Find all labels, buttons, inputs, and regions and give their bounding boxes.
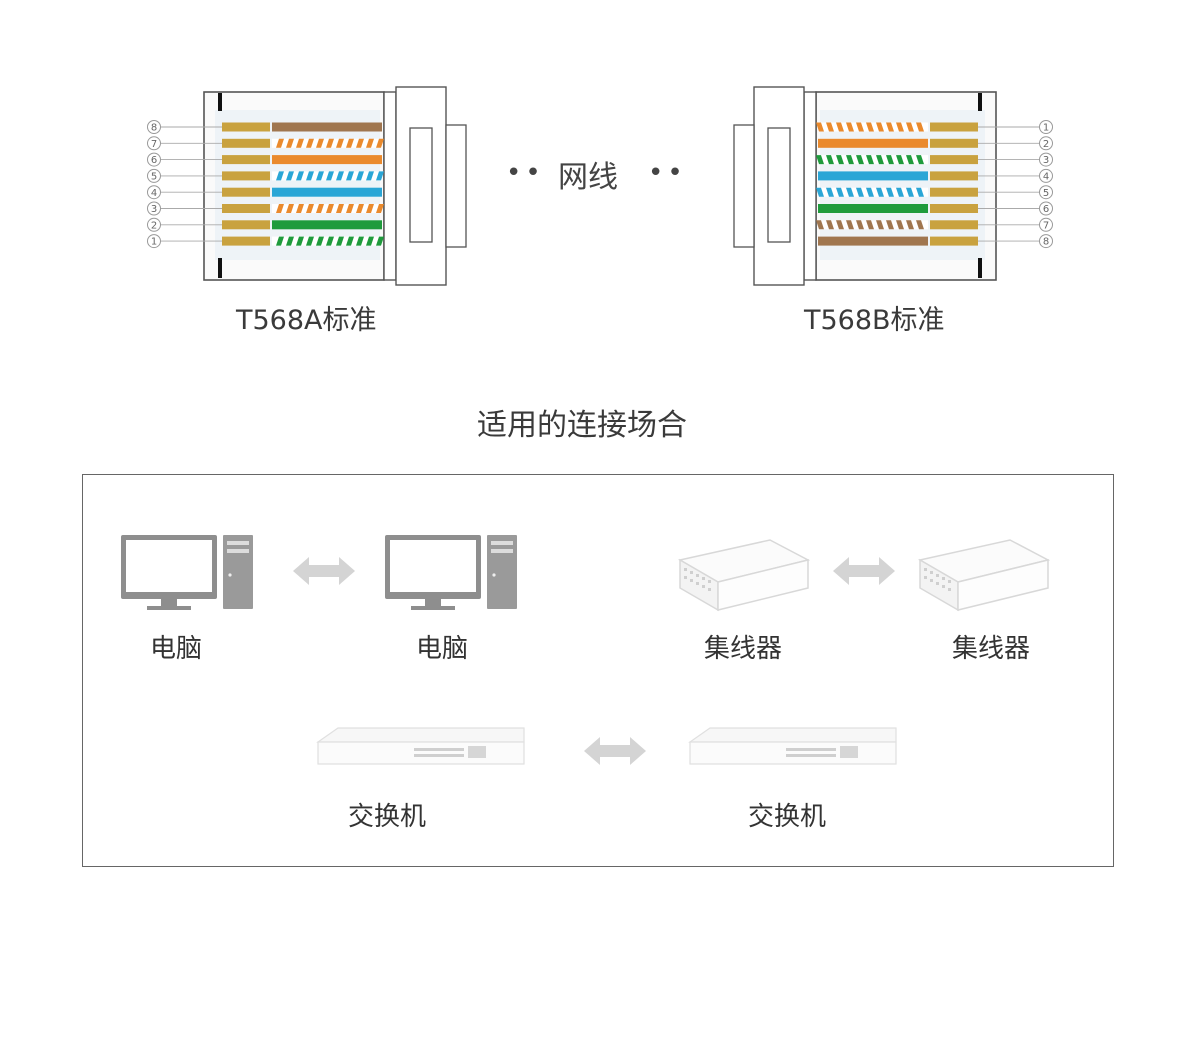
- wire: [272, 155, 382, 165]
- gold-pin-contact: [222, 171, 270, 181]
- pc-left-icon: [121, 535, 253, 610]
- wire: [818, 204, 928, 213]
- cable-dots-right: ••: [648, 158, 687, 188]
- wire: [272, 204, 382, 213]
- pin-number-badge: [147, 234, 161, 249]
- wire: [272, 220, 382, 230]
- pin-number: 5: [151, 172, 157, 183]
- pin-number-badge: [1039, 168, 1053, 183]
- pin-number: 4: [1043, 172, 1049, 183]
- pin-number: 2: [151, 220, 157, 231]
- wire: [818, 155, 928, 165]
- pin-number: 4: [151, 188, 157, 199]
- wire: [818, 138, 928, 148]
- gold-pin-contact: [930, 187, 978, 197]
- wire: [272, 187, 382, 197]
- pin-number: 1: [1043, 123, 1049, 134]
- hub-left-label: 集线器: [704, 634, 783, 664]
- pc-right-icon: [385, 535, 517, 610]
- wire: [818, 187, 928, 197]
- cable-label: 网线: [558, 160, 618, 195]
- switch-right-icon: [689, 727, 897, 765]
- wire: [818, 122, 928, 132]
- wire: [818, 220, 928, 230]
- connection-scenarios-box: [82, 474, 1114, 867]
- t568a-connector: 8 7 6 5 4 3 2 1: [147, 86, 467, 286]
- switch-left-label: 交换机: [348, 802, 427, 832]
- gold-pin-contact: [930, 138, 978, 148]
- cable-dots-left: ••: [506, 158, 545, 188]
- pin-number-badge: [1039, 120, 1053, 134]
- pin-number-badge: [147, 217, 161, 232]
- switch-left-icon: [317, 727, 525, 765]
- pin-number-badge: [1039, 185, 1053, 200]
- switch-double-arrow-icon: [584, 737, 646, 765]
- pin-number-badge: [147, 201, 161, 216]
- pin-number-badge: [1039, 201, 1053, 216]
- pc-left-label: 电脑: [150, 634, 203, 664]
- pin-number: 1: [151, 237, 157, 248]
- t568b-connector: 1 2 3 4 5 6 7 8: [733, 86, 1053, 286]
- pin-number: 7: [151, 139, 157, 150]
- gold-pin-contact: [930, 122, 978, 132]
- gold-pin-contact: [930, 204, 978, 213]
- pin-number: 8: [151, 123, 157, 134]
- wire: [818, 171, 928, 181]
- pin-number-badge: [147, 120, 161, 134]
- wire: [272, 236, 382, 246]
- pc-double-arrow-icon: [293, 557, 355, 585]
- section-title: 适用的连接场合: [477, 408, 687, 443]
- pin-number-badge: [1039, 152, 1053, 167]
- pin-number: 7: [1043, 220, 1049, 231]
- pc-right-label: 电脑: [416, 634, 469, 664]
- hub-double-arrow-icon: [833, 557, 895, 585]
- gold-pin-contact: [222, 155, 270, 165]
- hub-right-icon: [919, 539, 1049, 611]
- gold-pin-contact: [930, 171, 978, 181]
- rj45-diagram: 8 7 6 5 4 3 2 1 1 2 3 4 5 6 7 8: [147, 86, 1053, 286]
- pin-number-badge: [147, 168, 161, 183]
- t568a-label: T568A标准: [236, 305, 377, 336]
- hub-left-icon: [679, 539, 809, 611]
- pin-number: 3: [151, 204, 157, 215]
- t568b-label: T568B标准: [804, 305, 945, 336]
- gold-pin-contact: [930, 220, 978, 230]
- pin-number: 6: [1043, 204, 1049, 215]
- pin-number-badge: [1039, 217, 1053, 232]
- wire: [272, 122, 382, 132]
- gold-pin-contact: [222, 236, 270, 246]
- gold-pin-contact: [222, 122, 270, 132]
- pin-number: 2: [1043, 139, 1049, 150]
- pin-number: 6: [151, 155, 157, 166]
- switch-right-label: 交换机: [748, 802, 827, 832]
- wire: [272, 171, 382, 181]
- wire: [272, 138, 382, 148]
- pin-number: 8: [1043, 237, 1049, 248]
- pin-number-badge: [147, 185, 161, 200]
- gold-pin-contact: [222, 138, 270, 148]
- wire: [818, 236, 928, 246]
- pin-number-badge: [1039, 136, 1053, 151]
- pin-number: 5: [1043, 188, 1049, 199]
- pin-number-badge: [147, 152, 161, 167]
- pin-number-badge: [1039, 234, 1053, 249]
- hub-right-label: 集线器: [952, 634, 1031, 664]
- gold-pin-contact: [222, 204, 270, 213]
- gold-pin-contact: [930, 155, 978, 165]
- gold-pin-contact: [930, 236, 978, 246]
- gold-pin-contact: [222, 187, 270, 197]
- pin-number: 3: [1043, 155, 1049, 166]
- gold-pin-contact: [222, 220, 270, 230]
- pin-number-badge: [147, 136, 161, 151]
